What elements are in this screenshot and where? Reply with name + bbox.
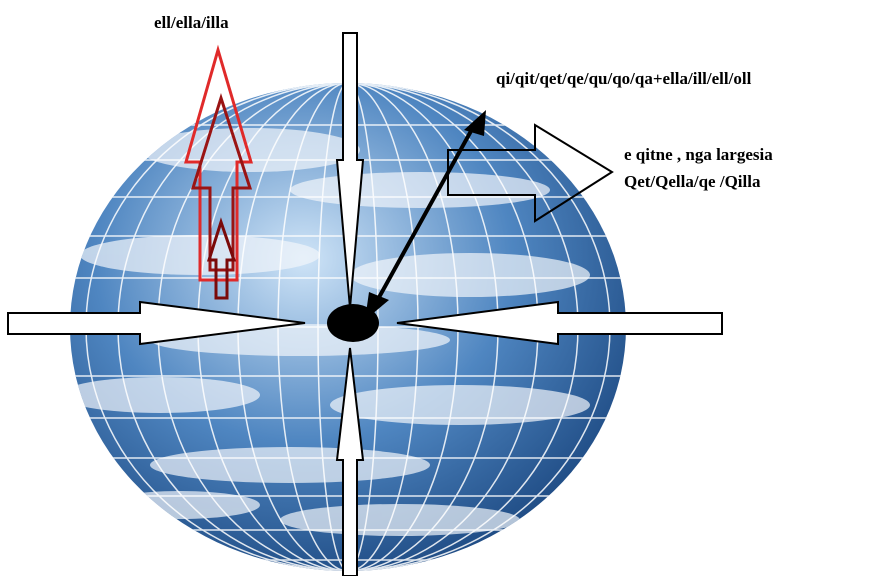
red-arrow-inner (206, 217, 237, 300)
right-pointing-outline-arrow (447, 123, 614, 223)
double-headed-arrow (365, 110, 486, 320)
label-side-line-1: e qitne , nga largesia (624, 145, 773, 164)
top-inward-arrow (335, 32, 365, 309)
bottom-inward-arrow (335, 347, 365, 576)
red-arrow-outer (184, 44, 254, 282)
right-inward-arrow (396, 300, 723, 346)
left-inward-arrow (7, 300, 306, 346)
label-top: ell/ella/illa (154, 13, 229, 32)
label-side-line-2: Qet/Qella/qe /Qilla (624, 172, 761, 191)
label-right: qi/qit/qet/qe/qu/qo/qa+ella/ill/ell/oll (496, 69, 752, 88)
